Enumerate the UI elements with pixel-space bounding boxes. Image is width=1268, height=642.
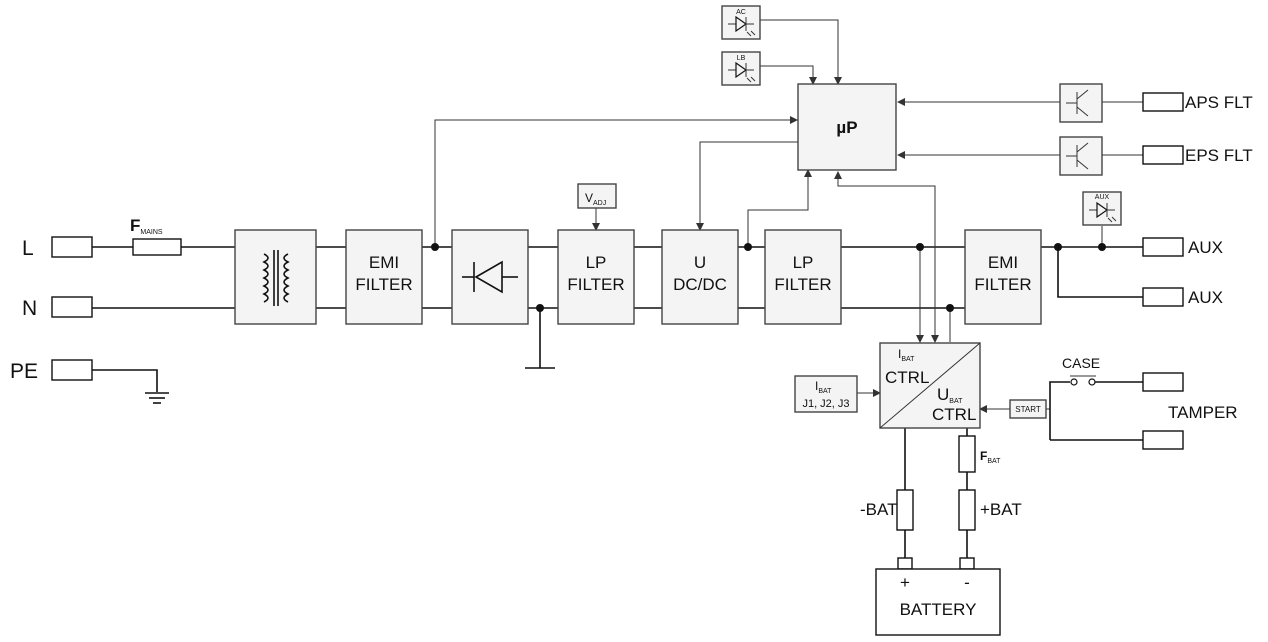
terminal-pe [51, 359, 93, 381]
terminal-aps-flt-label: APS FLT [1185, 93, 1253, 112]
fuse-mains: FMAINS [130, 216, 182, 256]
terminal-aux-2-label: AUX [1188, 288, 1223, 307]
lp-filter-2-line2: FILTER [774, 275, 831, 294]
lp-filter-1-line2: FILTER [567, 275, 624, 294]
battery-minus: - [964, 573, 970, 592]
case-switch-label: CASE [1062, 355, 1100, 371]
terminal-aux-1 [1142, 237, 1184, 257]
ctrl-i-line2: CTRL [885, 368, 929, 387]
lead-negative [896, 489, 914, 531]
terminal-aps-flt [1142, 92, 1184, 112]
dcdc-line2: DC/DC [673, 275, 727, 294]
fuse-battery: FBAT [958, 435, 1001, 473]
transistor-aps [1059, 83, 1103, 123]
terminal-tamper-2 [1142, 430, 1184, 450]
fuse-bat-symbol: F [980, 449, 987, 463]
emi-filter-2-line1: EMI [988, 253, 1018, 272]
svg-text:FMAINS: FMAINS [130, 216, 163, 236]
svg-text:IBAT: IBAT [898, 347, 915, 363]
fuse-mains-sub: MAINS [140, 229, 163, 236]
emi-filter-1: EMI FILTER [345, 229, 423, 325]
ground-icon [145, 392, 169, 404]
led-aux-label: AUX [1095, 194, 1110, 201]
ibat-jumpers: IBAT J1, J2, J3 [794, 375, 858, 413]
transistor-icon [1066, 89, 1089, 117]
emi-filter-1-line2: FILTER [355, 275, 412, 294]
led-icon [728, 61, 756, 83]
battery-leads: -BAT +BAT [860, 489, 1022, 531]
ctrl-i-sub: BAT [901, 356, 915, 363]
emi-filter-2-line2: FILTER [974, 275, 1031, 294]
output-terminals: APS FLT EPS FLT AUX AUX TAMPER [1142, 92, 1253, 450]
transistor-eps [1059, 136, 1103, 176]
svg-text:UBAT: UBAT [937, 385, 963, 405]
lead-positive-label: +BAT [980, 500, 1022, 519]
battery: + - BATTERY [875, 557, 1001, 636]
emi-filter-2: EMI FILTER [964, 229, 1042, 325]
dcdc-converter: U DC/DC [661, 229, 739, 325]
ctrl-i-symbol: I [898, 347, 901, 361]
terminal-aux-2 [1142, 287, 1184, 307]
svg-text:VADJ: VADJ [585, 191, 606, 207]
start-button-block: START [1009, 399, 1047, 419]
microprocessor-label: µP [836, 118, 857, 137]
fuse-mains-symbol: F [130, 216, 140, 235]
vadj-sub: ADJ [593, 200, 606, 207]
lead-negative-label: -BAT [860, 500, 897, 519]
battery-label: BATTERY [900, 600, 977, 619]
svg-text:IBAT: IBAT [815, 379, 832, 395]
led-lb-label: LB [737, 55, 746, 62]
lp-filter-1: LP FILTER [557, 229, 635, 325]
transistor-icon [1066, 142, 1089, 170]
transformer-coil-icon [262, 253, 269, 303]
lp-filter-2-line1: LP [793, 253, 814, 272]
diode-icon [462, 260, 518, 294]
led-ac: AC [721, 5, 761, 40]
switch-icon [1070, 375, 1096, 386]
lp-filter-1-line1: LP [586, 253, 607, 272]
fuse-bat-sub: BAT [987, 458, 1001, 465]
ibat-symbol: I [815, 379, 818, 393]
ibat-sub: BAT [818, 388, 832, 395]
svg-text:FBAT: FBAT [980, 449, 1001, 465]
terminal-n [51, 296, 93, 318]
battery-controller: IBAT CTRL UBAT CTRL [879, 342, 981, 429]
terminal-tamper-label: TAMPER [1168, 403, 1238, 422]
dcdc-line1: U [694, 253, 706, 272]
ctrl-u-symbol: U [937, 385, 949, 404]
terminal-l [51, 236, 93, 258]
terminal-tamper-1 [1142, 372, 1184, 392]
vadj-symbol: V [585, 191, 593, 205]
led-lb: LB [721, 51, 761, 86]
input-terminals: L N PE [10, 236, 169, 404]
led-aux: AUX [1082, 191, 1122, 226]
led-icon [728, 15, 756, 37]
battery-icon [875, 568, 1001, 636]
transformer-block [234, 229, 317, 325]
battery-plus: + [900, 573, 910, 592]
terminal-pe-label: PE [10, 360, 38, 383]
ibat-jumpers-label: J1, J2, J3 [802, 398, 849, 410]
led-ac-label: AC [736, 9, 746, 16]
vadj-potentiometer: VADJ [577, 183, 617, 209]
terminal-aux-1-label: AUX [1188, 238, 1223, 257]
rectifier-block [451, 229, 529, 325]
microprocessor-block: µP [797, 83, 897, 171]
case-switch: CASE [1062, 355, 1100, 386]
junction-dots [431, 243, 1106, 312]
terminal-l-label: L [22, 237, 34, 260]
emi-filter-1-line1: EMI [369, 253, 399, 272]
lead-positive [958, 489, 976, 531]
start-label: START [1015, 405, 1041, 414]
terminal-eps-flt-label: EPS FLT [1185, 146, 1253, 165]
lp-filter-2: LP FILTER [764, 229, 842, 325]
led-icon [1089, 201, 1117, 223]
terminal-eps-flt [1142, 145, 1184, 165]
ctrl-u-sub: BAT [949, 398, 963, 405]
ctrl-u-line2: CTRL [932, 405, 976, 424]
terminal-n-label: N [22, 297, 37, 320]
